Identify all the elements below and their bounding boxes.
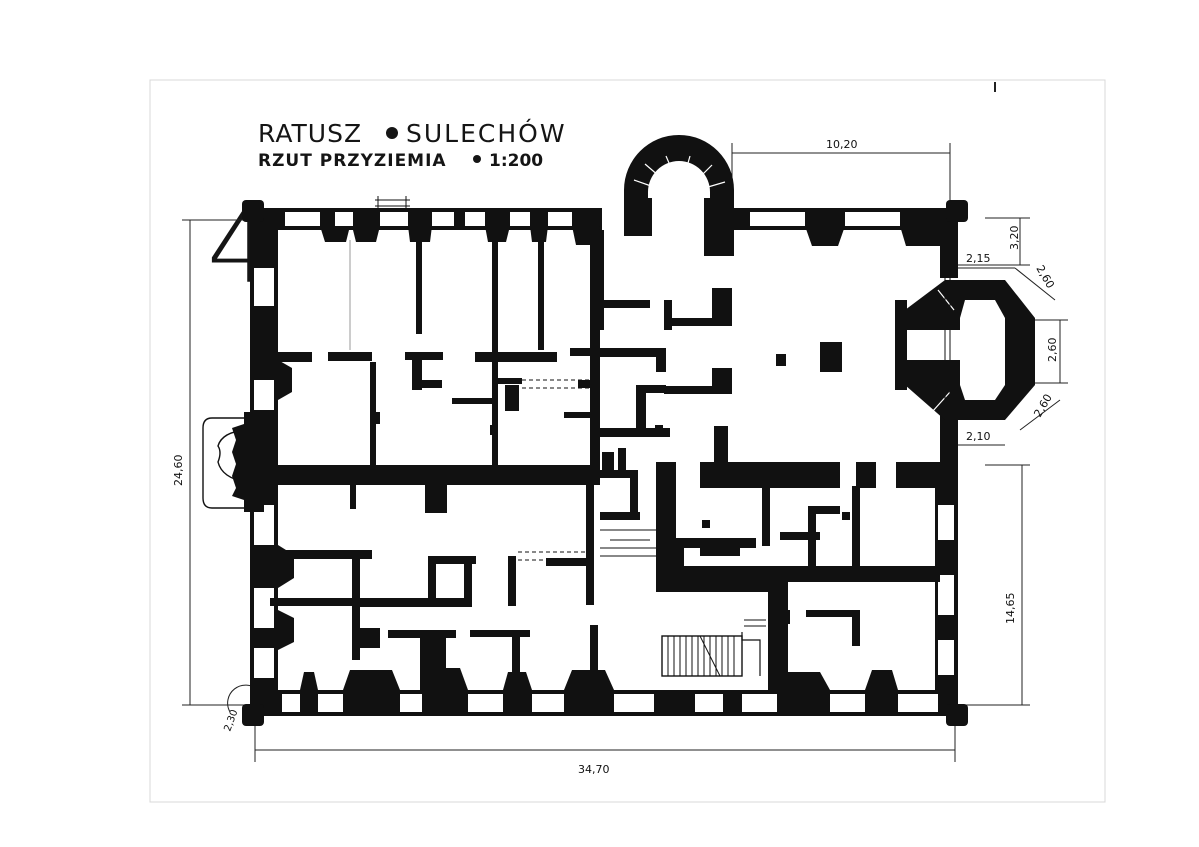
- dimension-lines: [182, 143, 1068, 762]
- drawing-subtitle: RZUT PRZYZIEMIA: [258, 151, 447, 171]
- window-openings: [254, 212, 954, 712]
- dim-overall-depth: 24,60: [172, 455, 185, 487]
- drawing-title-town: SULECHÓW: [406, 118, 567, 148]
- drawing-scale: 1:200: [489, 151, 543, 171]
- dim-tower-width: 10,20: [826, 138, 858, 151]
- title-bullet: [386, 127, 398, 139]
- west-porch: [202, 417, 248, 509]
- dim-bay-seg-bottom: 2,10: [966, 430, 991, 443]
- scan-frame: [149, 79, 1106, 803]
- subtitle-bullet: [473, 155, 481, 163]
- dim-east-wing-depth: 14,65: [1004, 593, 1017, 625]
- dim-bay-top: 3,20: [1008, 226, 1021, 251]
- thin-lines: [349, 196, 951, 561]
- interior-walls: [250, 230, 940, 692]
- dim-bay-side: 2,60: [1046, 338, 1059, 363]
- dim-bay-seg-top: 2,15: [966, 252, 991, 265]
- staircase: [661, 619, 766, 677]
- north-tower: [624, 135, 734, 256]
- drawing-title: RATUSZ: [258, 119, 362, 148]
- dim-overall-width: 34,70: [578, 763, 610, 776]
